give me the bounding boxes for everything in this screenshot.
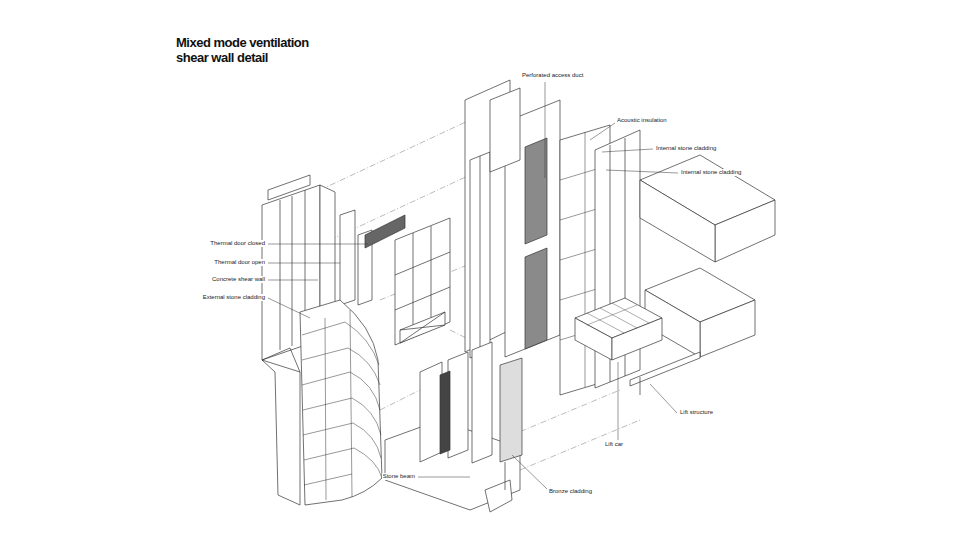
callout-label: Acoustic insulation	[616, 117, 668, 124]
callout-label: Stone beam	[382, 473, 416, 480]
callout-label: Concrete shear wall	[211, 276, 266, 283]
diagram-title: Mixed mode ventilation shear wall detail	[176, 35, 336, 65]
callout-label: Lift structure	[679, 409, 714, 416]
callout-label: Thermal door closed	[209, 240, 266, 247]
callout-label: External stone cladding	[202, 294, 266, 301]
callout-label: Lift car	[604, 441, 624, 448]
callout-label: Thermal door open	[213, 259, 266, 266]
callout-label: Internal stone cladding	[655, 145, 717, 152]
callout-label: Bronze cladding	[548, 488, 593, 495]
callout-label: Perforated access duct	[521, 72, 584, 79]
callout-label: Internal stone cladding	[680, 169, 742, 176]
